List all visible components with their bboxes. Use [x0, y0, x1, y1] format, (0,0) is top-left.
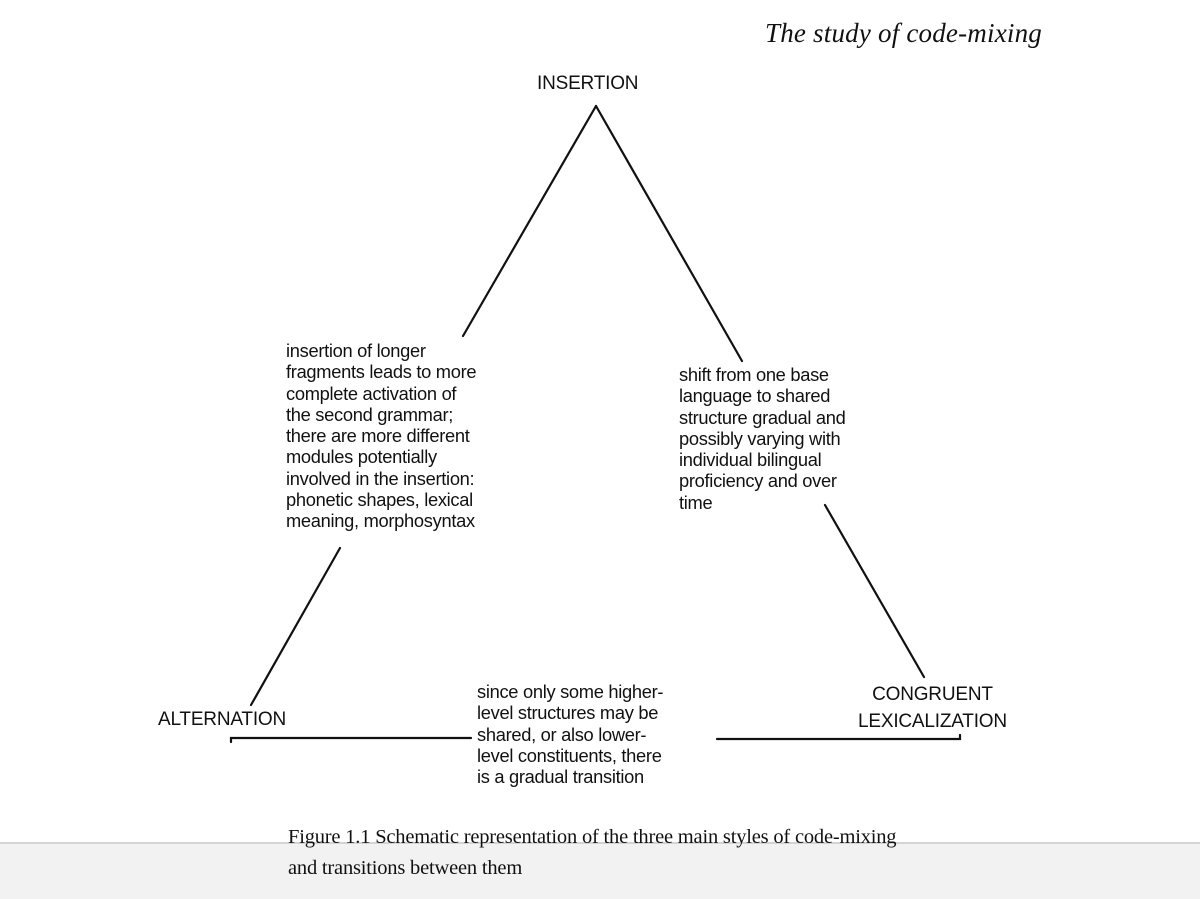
note-insertion-alternation: insertion of longer fragments leads to m…	[286, 340, 477, 532]
edge-bottom-right	[715, 733, 962, 741]
edge-insertion-left-upper	[461, 104, 598, 338]
triangle-diagram	[229, 104, 962, 744]
node-congruent-lexicalization: CONGRUENT LEXICALIZATION	[858, 684, 1007, 732]
node-insertion: INSERTION	[537, 73, 639, 94]
edge-insertion-right-upper	[594, 104, 744, 363]
bottom-panel	[0, 842, 1200, 899]
note-insertion-congruent: shift from one base language to shared s…	[679, 364, 846, 513]
running-head: The study of code-mixing	[765, 18, 1042, 48]
note-alternation-congruent: since only some higher- level structures…	[477, 681, 664, 788]
edge-bottom-left	[229, 736, 473, 744]
edge-alternation-lower	[249, 546, 342, 707]
node-alternation: ALTERNATION	[158, 709, 286, 730]
edge-congruent-lower	[823, 503, 926, 679]
figure-caption: Figure 1.1 Schematic representation of t…	[288, 826, 897, 879]
